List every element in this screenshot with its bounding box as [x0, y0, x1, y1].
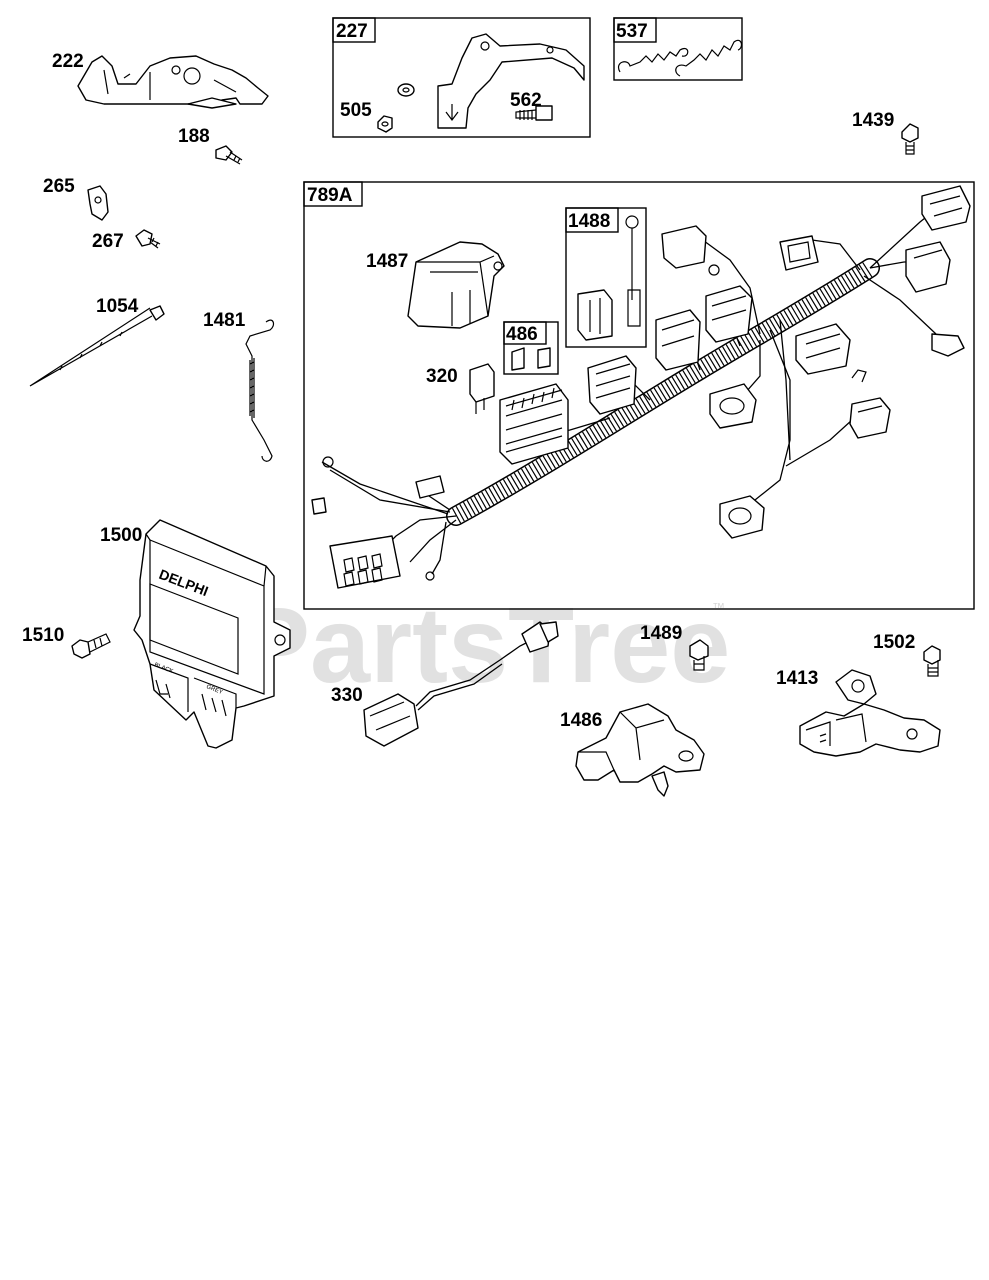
part-267-screw[interactable]: [135, 229, 161, 249]
callout-562: 562: [510, 90, 542, 111]
harness-connectors: [311, 185, 971, 589]
part-227-lever[interactable]: [437, 33, 585, 129]
callout-1489: 1489: [640, 623, 682, 644]
callout-1502: 1502: [873, 632, 915, 653]
part-1439-screw[interactable]: [901, 123, 919, 155]
kit-box-789a: [303, 181, 975, 610]
part-1487-cover[interactable]: [407, 241, 505, 329]
kit-box-537: [613, 17, 743, 81]
part-505-washer-nut[interactable]: [377, 83, 415, 133]
ecu-port-label-grey: GREY: [205, 684, 223, 696]
callout-330: 330: [331, 685, 363, 706]
callout-486: 486: [506, 324, 538, 345]
watermark: PartsTree ™: [238, 584, 730, 705]
part-537-springs[interactable]: [618, 39, 743, 77]
part-222-bracket[interactable]: [77, 55, 269, 109]
callout-188: 188: [178, 126, 210, 147]
callout-505: 505: [340, 100, 372, 121]
callout-1413: 1413: [776, 668, 818, 689]
kit-box-537-tab: [613, 17, 657, 43]
callout-1500: 1500: [100, 525, 142, 546]
part-1054-cable-tie[interactable]: [29, 305, 165, 387]
callout-789a: 789A: [307, 185, 353, 206]
part-188-screw[interactable]: [215, 145, 243, 165]
callout-267: 267: [92, 231, 124, 252]
callout-222: 222: [52, 51, 84, 72]
kit-box-1488-tab: [565, 207, 619, 233]
callout-1054: 1054: [96, 296, 139, 317]
callout-265: 265: [43, 176, 75, 197]
part-1481-linkage[interactable]: [245, 319, 275, 462]
part-486-fuses[interactable]: [511, 347, 551, 371]
kit-box-227-tab: [332, 17, 376, 43]
part-1500-ecu[interactable]: DELPHI BLACK GREY: [133, 519, 291, 749]
part-1413-sensor[interactable]: [799, 669, 941, 757]
callout-1510: 1510: [22, 625, 64, 646]
part-330-o2-sensor[interactable]: [363, 621, 559, 747]
kit-box-486-tab: [503, 321, 547, 345]
part-1489-screw[interactable]: [689, 639, 709, 671]
callout-1487: 1487: [366, 251, 408, 272]
callout-1486: 1486: [560, 710, 602, 731]
callout-1439: 1439: [852, 110, 894, 131]
callout-537: 537: [616, 21, 648, 42]
part-1510-bolt[interactable]: [71, 633, 111, 659]
part-1488-pigtail[interactable]: [577, 215, 641, 341]
part-1486-map-sensor[interactable]: [575, 703, 705, 797]
kit-box-789a-tab: [303, 181, 363, 207]
part-265-clip[interactable]: [87, 185, 109, 221]
kit-box-227: [332, 17, 591, 138]
callout-227: 227: [336, 21, 368, 42]
watermark-text: PartsTree: [238, 584, 730, 705]
part-562-bolt[interactable]: [515, 105, 553, 121]
part-320-relay[interactable]: [469, 363, 495, 414]
callout-320: 320: [426, 366, 458, 387]
part-1502-screw[interactable]: [923, 645, 941, 677]
callout-1481: 1481: [203, 310, 246, 331]
callout-1488: 1488: [568, 211, 610, 232]
watermark-trademark: ™: [712, 600, 725, 615]
